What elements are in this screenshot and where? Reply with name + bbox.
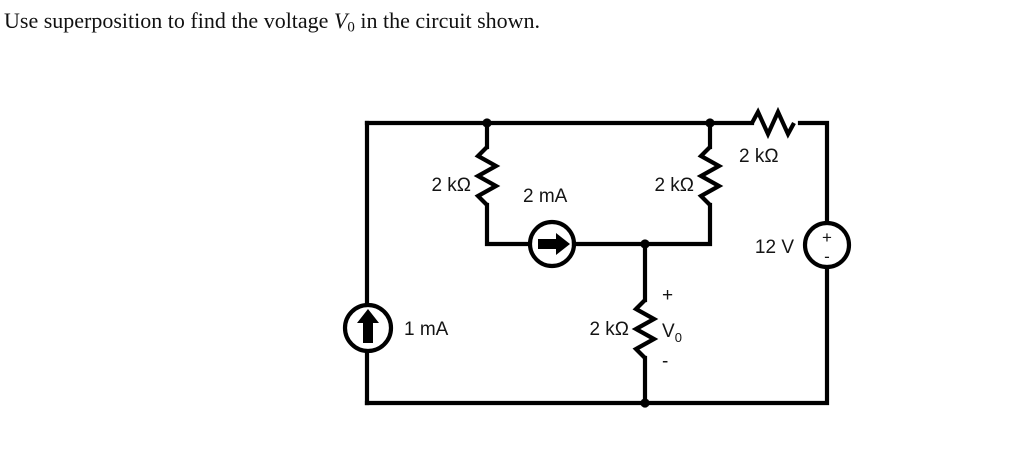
label-resistor-top: 2 kΩ bbox=[739, 146, 779, 167]
resistor-top-horizontal-zigzag bbox=[750, 106, 796, 140]
wire-top-right-to-source bbox=[797, 120, 830, 226]
label-current-source-1ma: 1 mA bbox=[404, 319, 449, 340]
problem-text-before: Use superposition to find the voltage bbox=[4, 8, 334, 33]
label-resistor-left: 2 kΩ bbox=[431, 175, 471, 196]
voltage-source-12v-circle bbox=[802, 220, 852, 270]
label-vout-plus: + bbox=[662, 285, 673, 306]
wire-r-left-bottom-lead bbox=[484, 202, 533, 247]
voltage-source-minus-sign: - bbox=[824, 247, 830, 266]
current-source-2ma-arrow-icon bbox=[538, 233, 570, 255]
label-vout-subscript: 0 bbox=[675, 330, 682, 345]
label-current-source-2ma: 2 mA bbox=[523, 186, 568, 207]
problem-statement: Use superposition to find the voltage V0… bbox=[4, 6, 1004, 42]
label-voltage-source-12v: 12 V bbox=[755, 237, 794, 258]
node-dot-top-mid-branch bbox=[705, 118, 715, 128]
voltage-source-plus-sign: + bbox=[822, 228, 832, 247]
problem-variable-subscript: 0 bbox=[347, 19, 355, 36]
resistor-left-vertical-zigzag bbox=[473, 145, 501, 207]
wire-junction-to-r-mid bbox=[642, 202, 713, 247]
node-dot-top-left-branch bbox=[482, 118, 492, 128]
label-vout-name: V bbox=[662, 321, 675, 342]
node-dot-bottom-output bbox=[640, 398, 650, 408]
label-vout: V0 bbox=[662, 321, 682, 345]
label-vout-minus: - bbox=[662, 351, 668, 372]
resistor-output-vertical-zigzag bbox=[631, 298, 659, 360]
problem-text-after: in the circuit shown. bbox=[354, 8, 541, 33]
wire-right-bottom-rail bbox=[364, 264, 830, 406]
current-source-1ma-arrow-icon bbox=[357, 309, 379, 343]
label-resistor-mid: 2 kΩ bbox=[654, 175, 694, 196]
resistor-mid-vertical-zigzag bbox=[696, 145, 724, 207]
label-resistor-output: 2 kΩ bbox=[589, 319, 629, 340]
problem-variable-v: V bbox=[333, 8, 348, 33]
